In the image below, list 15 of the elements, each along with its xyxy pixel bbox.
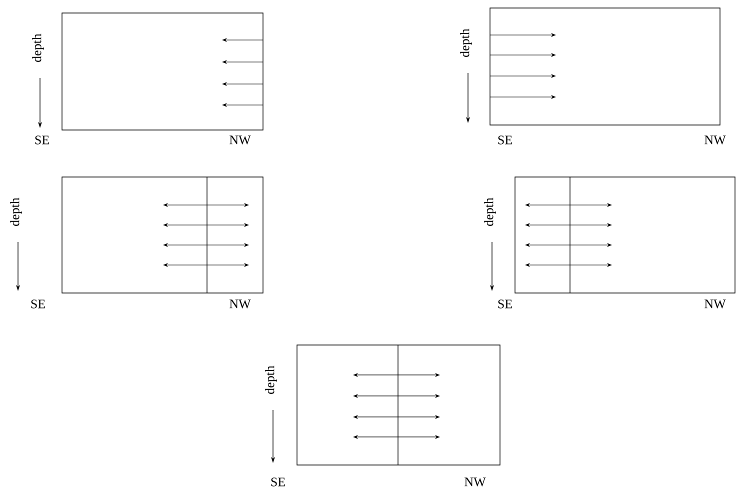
direction-label: NW: [704, 136, 726, 144]
direction-label: NW: [464, 478, 486, 486]
axis-label: depth: [484, 198, 496, 226]
direction-label: SE: [498, 300, 512, 308]
direction-label: NW: [230, 136, 251, 144]
axis-label: depth: [10, 198, 22, 226]
direction-label: NW: [704, 300, 726, 308]
direction-label: NW: [230, 300, 251, 308]
direction-label: SE: [35, 136, 49, 144]
direction-label: SE: [31, 300, 45, 308]
direction-label: SE: [271, 478, 285, 486]
axis-label: depth: [265, 366, 277, 394]
direction-label: SE: [498, 136, 512, 144]
axis-label: depth: [32, 34, 44, 62]
axis-label: depth: [460, 28, 472, 57]
